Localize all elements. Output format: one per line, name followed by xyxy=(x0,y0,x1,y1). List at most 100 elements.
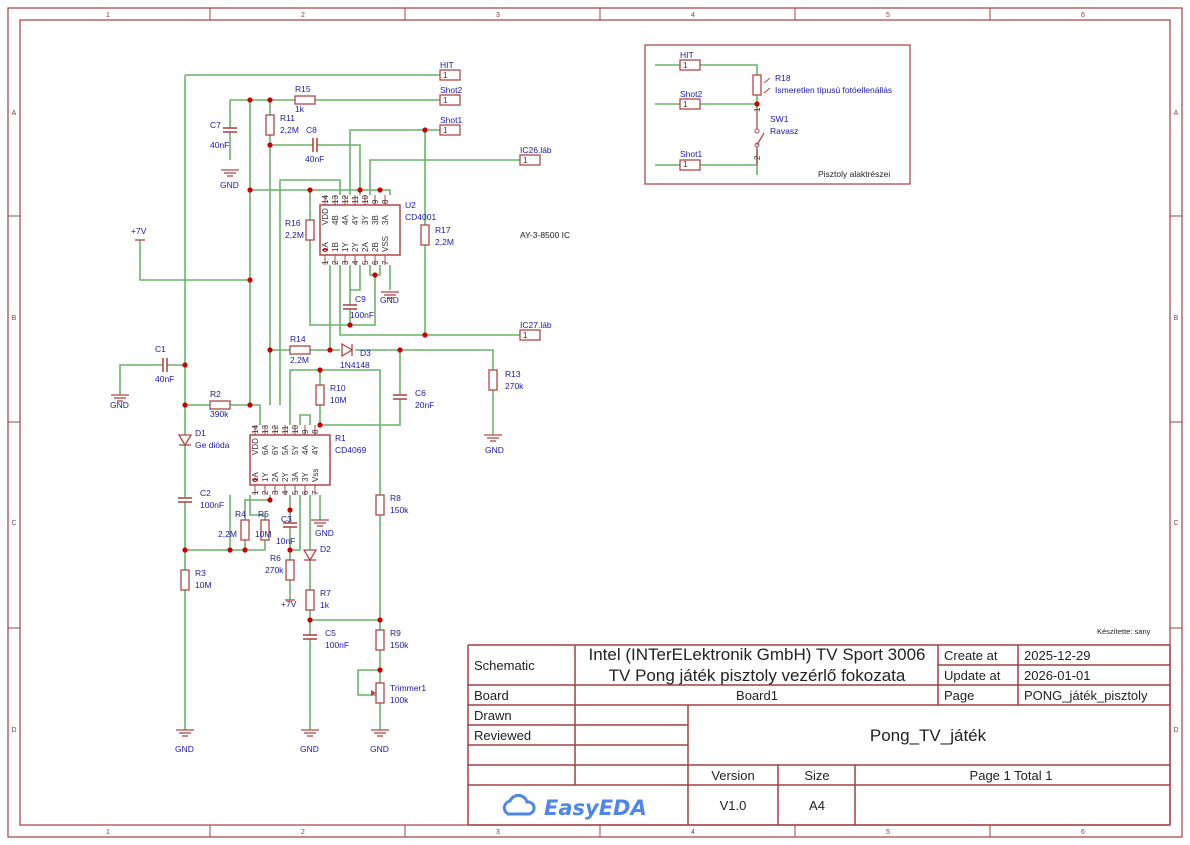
junction-dot xyxy=(317,422,323,428)
port-pin: 1 xyxy=(683,100,688,109)
pin-name: VSS xyxy=(381,236,390,252)
cap-gap xyxy=(283,523,297,527)
board-value: Board1 xyxy=(736,688,778,703)
title-block: Schematic Intel (INTerELektronik GmbH) T… xyxy=(467,644,1171,826)
gun-shot1-label: Shot1 xyxy=(680,149,702,159)
r8-value: 150k xyxy=(390,505,409,515)
pin-number: 6 xyxy=(301,490,310,495)
version-label: Version xyxy=(711,768,754,783)
c3-ref: C3 xyxy=(281,514,292,524)
pin-name: 5A xyxy=(281,445,290,455)
gun-shot2-label: Shot2 xyxy=(680,89,702,99)
r11-resistor xyxy=(265,114,275,136)
r17-ref: R17 xyxy=(435,225,451,235)
wire xyxy=(349,265,361,291)
pin-number: 4 xyxy=(351,260,360,265)
components xyxy=(111,59,771,737)
cap-gap xyxy=(178,498,192,502)
pin-number: 13 xyxy=(261,425,270,434)
r4-resistor xyxy=(240,519,250,541)
row-label: C xyxy=(1173,520,1178,527)
c3-value: 10nF xyxy=(276,536,295,546)
row-label: B xyxy=(12,315,17,322)
pin-name: 1Y xyxy=(261,472,270,482)
port-pin: 1 xyxy=(443,126,448,135)
pin-name: 2Y xyxy=(281,472,290,482)
wire xyxy=(369,159,520,195)
sw1-lever xyxy=(756,132,765,146)
column-label: 1 xyxy=(106,12,110,19)
pin-name: 3B xyxy=(371,215,380,225)
column-label: 1 xyxy=(106,829,110,836)
r2-ref: R2 xyxy=(210,389,221,399)
junction-dot xyxy=(182,547,188,553)
c8-ref: C8 xyxy=(306,125,317,135)
gnd-label: GND xyxy=(485,445,504,455)
column-label: 5 xyxy=(886,12,890,19)
r7-resistor xyxy=(305,589,315,611)
wire xyxy=(250,189,391,195)
wire xyxy=(119,364,185,395)
wire xyxy=(349,129,440,195)
create-label: Create at xyxy=(944,648,998,663)
r11-value: 2,2M xyxy=(280,125,299,135)
d2-ref: D2 xyxy=(320,544,331,554)
gun-hit-label: HIT xyxy=(680,50,694,60)
r4-value: 2,2M xyxy=(218,529,237,539)
r3-value: 10M xyxy=(195,580,212,590)
cap-gap xyxy=(313,138,317,152)
junction-dot xyxy=(267,497,273,503)
pin-number: 3 xyxy=(341,260,350,265)
trimmer1-ref: Trimmer1 xyxy=(390,683,426,693)
r3-resistor xyxy=(180,569,190,591)
r9-ref: R9 xyxy=(390,628,401,638)
row-label: D xyxy=(1173,727,1178,734)
port-ic27 xyxy=(519,329,541,341)
d2-diode xyxy=(302,549,318,562)
trimmer1-value: 100k xyxy=(390,695,409,705)
pin-name: 2A xyxy=(271,472,280,482)
port-shot2-label: Shot2 xyxy=(440,85,462,95)
sw1-pin1: 1 xyxy=(753,107,762,112)
junction-dot xyxy=(242,547,248,553)
pin-name: 3A xyxy=(381,215,390,225)
port-pin: 1 xyxy=(523,156,528,165)
junction-dot xyxy=(357,187,363,193)
gnd-label: GND xyxy=(315,528,334,538)
pin-name: 1B xyxy=(331,242,340,252)
r8-resistor xyxy=(375,494,385,516)
u2-ref: U2 xyxy=(405,200,416,210)
port-pin: 1 xyxy=(683,160,688,169)
r16-ref: R16 xyxy=(285,218,301,228)
cap-gap xyxy=(303,635,317,639)
r10-value: 10M xyxy=(330,395,347,405)
update-value: 2026-01-01 xyxy=(1024,668,1091,683)
junction-dot xyxy=(372,272,378,278)
junction-dot xyxy=(182,362,188,368)
trimmer-wiper-icon xyxy=(371,690,376,696)
r17-resistor xyxy=(420,224,430,246)
pin-number: 7 xyxy=(311,490,320,495)
r7-ref: R7 xyxy=(320,588,331,598)
row-label: D xyxy=(11,727,16,734)
gun-box-title: Pisztoly alaktrészei xyxy=(818,169,890,179)
r14-ref: R14 xyxy=(290,334,306,344)
c2-value: 100nF xyxy=(200,500,224,510)
r3-ref: R3 xyxy=(195,568,206,578)
wire xyxy=(185,495,266,551)
project-name: Pong_TV_játék xyxy=(870,726,987,745)
pin-number: 5 xyxy=(361,260,370,265)
port-ic27-label: IC27.láb xyxy=(520,320,552,330)
r1-cd4069 xyxy=(249,434,331,486)
pin-number: 6 xyxy=(371,260,380,265)
r14-resistor xyxy=(289,345,311,355)
r13-value: 270k xyxy=(505,381,524,391)
reviewed-label: Reviewed xyxy=(474,728,531,743)
pin-name: 2Y xyxy=(351,242,360,252)
gnd-label: GND xyxy=(110,400,129,410)
column-label: 3 xyxy=(496,829,500,836)
junction-dot xyxy=(327,347,333,353)
port-shot1-label: Shot1 xyxy=(440,115,462,125)
column-label: 3 xyxy=(496,12,500,19)
c1-value: 40nF xyxy=(155,374,174,384)
